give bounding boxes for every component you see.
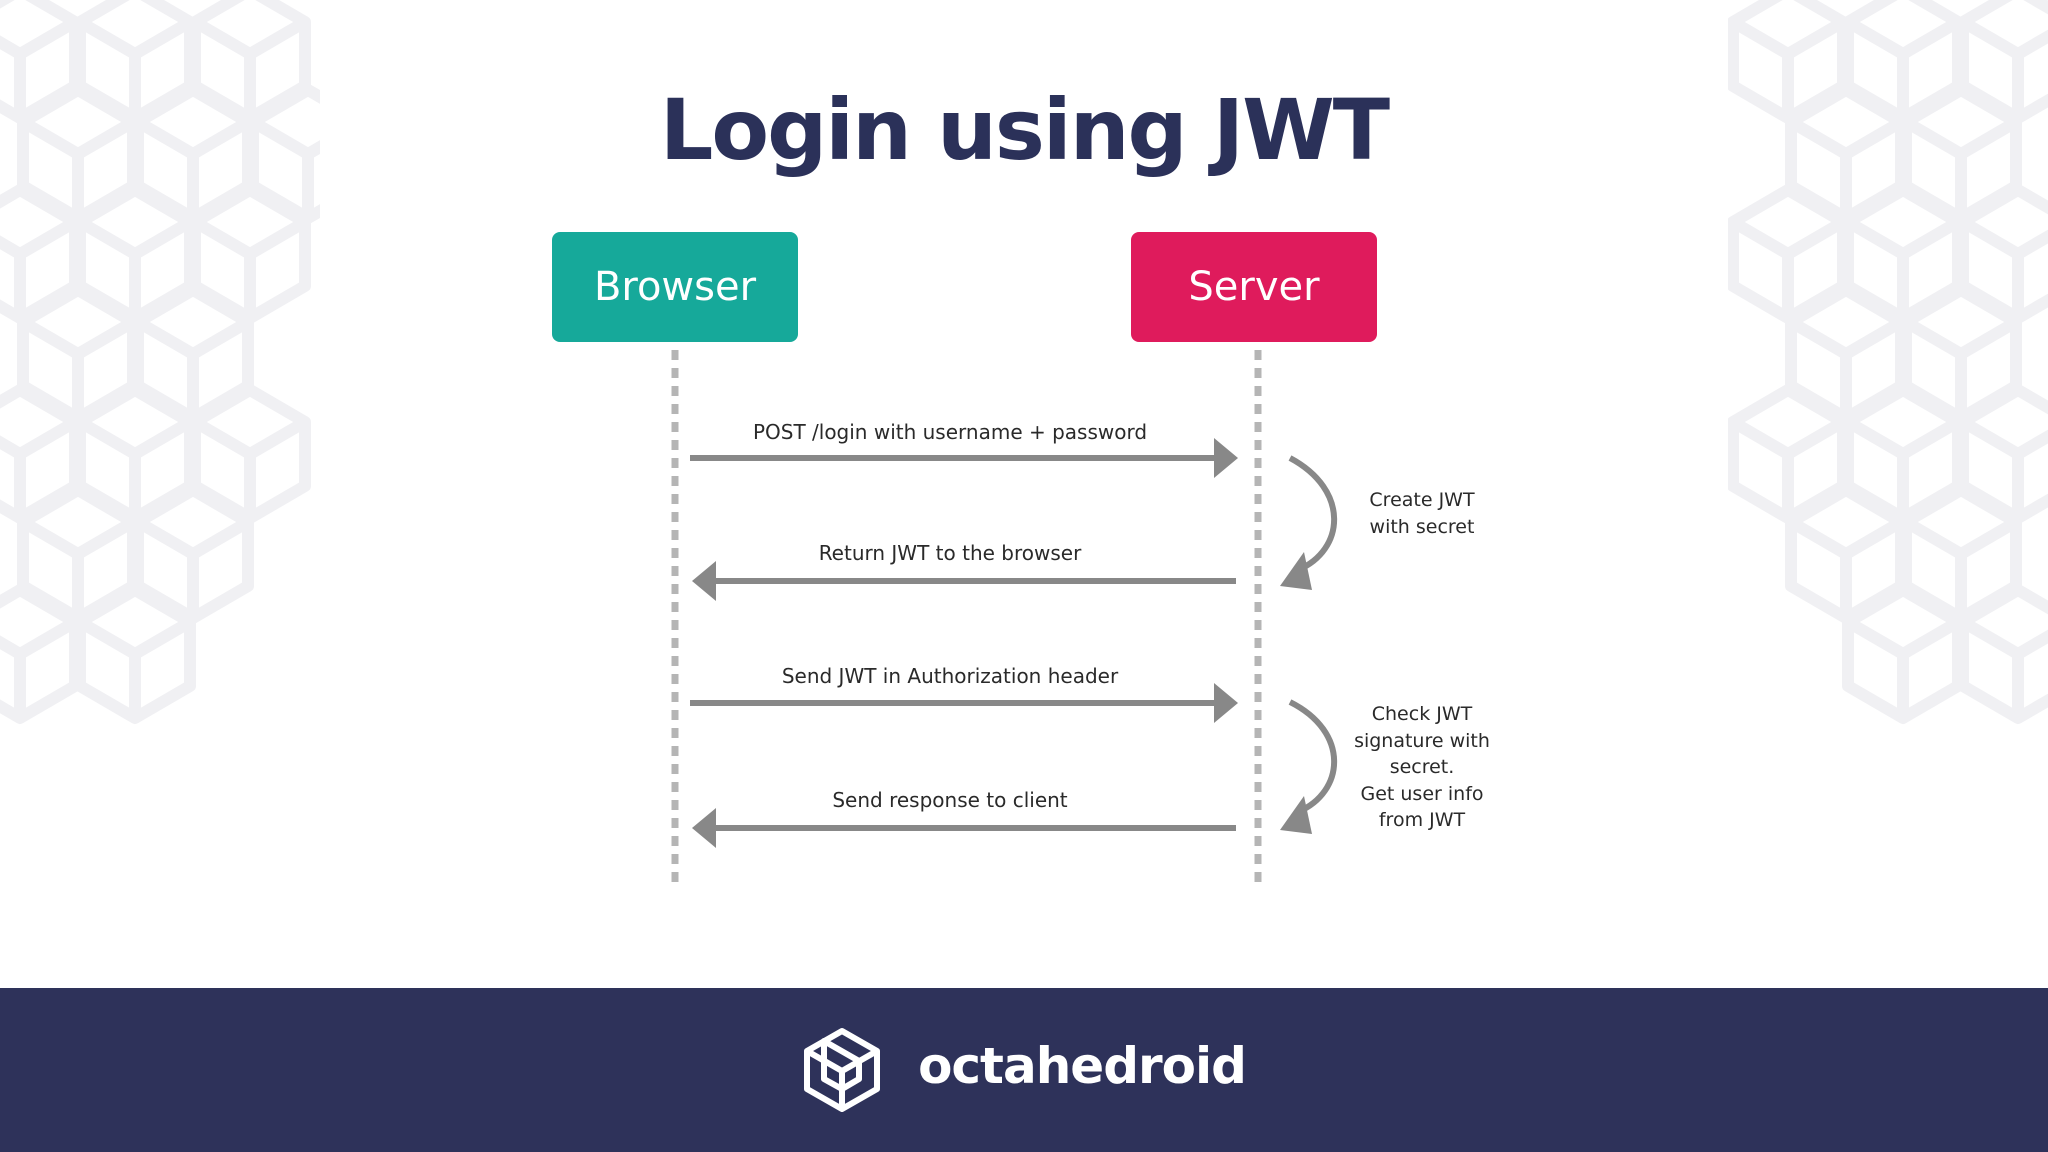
message-label-2: Return JWT to the browser [818, 541, 1082, 565]
process-note-2-line-3: secret. [1389, 756, 1455, 778]
process-note-2-line-1: Check JWT [1371, 703, 1473, 725]
server-actor-label: Server [1188, 264, 1320, 310]
process-curve-arrow-2 [1280, 699, 1338, 834]
message-label-1: POST /login with username + password [752, 420, 1148, 444]
brand-name: octahedroid [918, 1037, 1247, 1095]
footer-bar: octahedroid [0, 988, 2048, 1152]
message-label-3: Send JWT in Authorization header [781, 664, 1119, 688]
process-note-1: Create JWT with secret [1322, 487, 1522, 540]
process-note-2-line-4: Get user info [1360, 782, 1484, 805]
process-note-2-line-2: signature with [1354, 729, 1490, 752]
message-arrow-1 [690, 438, 1238, 478]
process-note-2-line-5: from JWT [1378, 809, 1466, 831]
server-actor-box: Server [1131, 232, 1377, 342]
message-arrow-3 [690, 683, 1238, 723]
cube-logo-icon [804, 1028, 881, 1112]
message-label-4: Send response to client [832, 788, 1068, 812]
browser-actor-label: Browser [593, 264, 757, 310]
process-curve-arrow-1 [1280, 455, 1338, 590]
process-note-1-line-2: with secret [1369, 515, 1475, 538]
message-arrow-4 [692, 808, 1236, 848]
process-note-1-line-1: Create JWT [1369, 489, 1475, 511]
process-note-2: Check JWT signature with secret. Get use… [1322, 701, 1522, 834]
browser-actor-box: Browser [552, 232, 798, 342]
message-arrow-2 [692, 561, 1236, 601]
page-title: Login using JWT [659, 81, 1390, 179]
